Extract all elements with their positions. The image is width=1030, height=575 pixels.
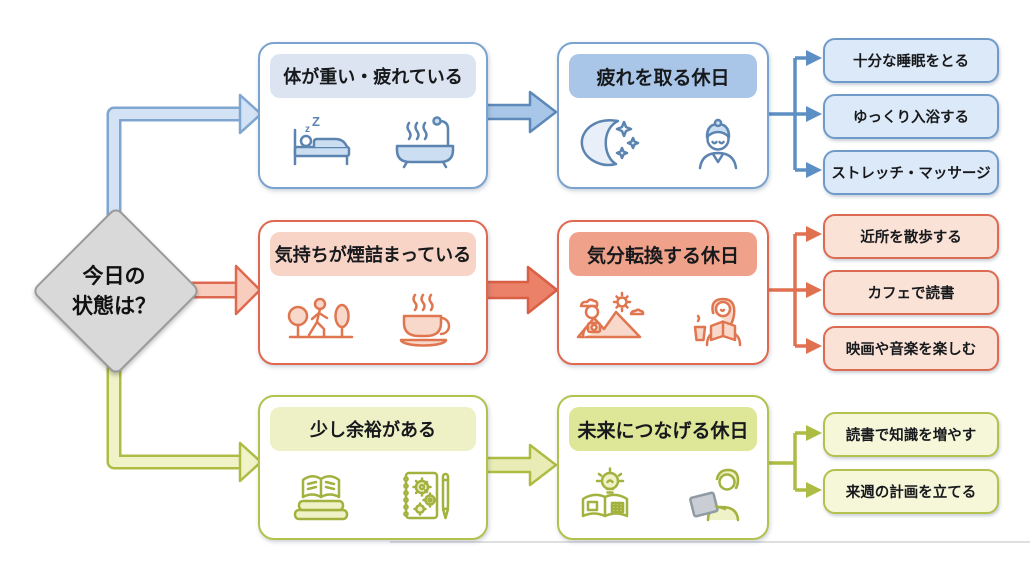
decision-line1: 今日の [82,265,146,288]
spa-woman-icon [698,118,738,169]
action-pill: カフェで読書 [823,270,999,315]
action-pill: 読書で知識を増やす [823,412,999,457]
action-pill: 映画や音楽を楽しむ [823,326,999,371]
book-stack-icon [293,474,349,520]
crescent-moon-icon [580,118,640,166]
condition-label: 少し余裕がある [270,407,476,451]
holiday-box-spare: 未来につなげる休日 [557,395,769,540]
notebook-gears-icon [403,471,450,519]
action-pill: ストレッチ・マッサージ [823,150,999,195]
reading-woman-icon [693,297,742,346]
condition-label: 気持ちが煙詰まっている [270,232,476,276]
action-pill: 近所を散歩する [823,214,999,259]
svg-text:Z: Z [312,114,320,129]
tablet-person-icon [689,468,740,521]
holiday-box-tired: 疲れを取る休日 [557,42,769,189]
idea-book-icon [581,466,629,517]
park-walk-icon [287,297,354,338]
action-pill: 十分な睡眠をとる [823,38,999,83]
decision-label: 今日の 状態は？ [34,262,194,323]
holiday-label: 疲れを取る休日 [569,54,757,98]
condition-box-stuck: 気持ちが煙詰まっている [258,220,488,365]
condition-box-tired: 体が重い・疲れている z Z [258,42,488,189]
outdoor-photo-icon [576,291,645,338]
holiday-label: 気分転換する休日 [569,232,757,276]
action-pill: ゆっくり入浴する [823,94,999,139]
svg-text:z: z [305,124,310,135]
condition-box-spare: 少し余裕がある [258,395,488,540]
bathtub-icon [395,115,455,168]
coffee-cup-icon [399,293,451,347]
bottom-faint-line [390,541,1030,543]
condition-label: 体が重い・疲れている [270,54,476,98]
decision-line2: 状態は？ [72,295,156,319]
action-pill: 来週の計画を立てる [823,469,999,514]
holiday-box-stuck: 気分転換する休日 [557,220,769,365]
holiday-label: 未来につなげる休日 [569,407,757,451]
sleeping-bed-icon: z Z [293,114,351,165]
